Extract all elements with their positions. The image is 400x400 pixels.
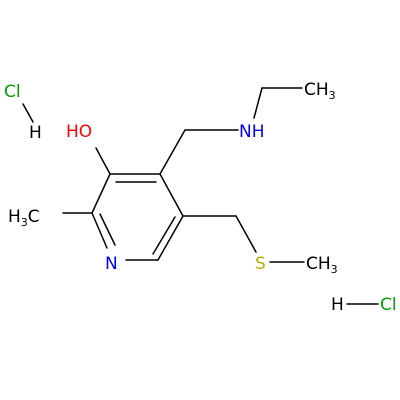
bond-nh-ch2 xyxy=(253,87,263,119)
thio-methyl-label: CH3 xyxy=(306,254,338,276)
thio-methyl-sub: 3 xyxy=(331,263,338,276)
bond-c3-oh xyxy=(95,147,111,175)
ring-methyl-label: H3C xyxy=(8,207,40,229)
hcl-top-h: H xyxy=(29,123,42,143)
bond-n1-c2-double xyxy=(99,213,116,246)
bond-c2-c3 xyxy=(91,173,111,214)
ring-methyl-h: H xyxy=(8,207,21,227)
bond-hcl-top xyxy=(22,103,34,123)
ethyl-methyl-sub: 3 xyxy=(329,89,336,102)
hcl-bottom-h: H xyxy=(331,295,344,315)
ring-nitrogen-label: N xyxy=(105,254,118,274)
hcl-bottom-cl: Cl xyxy=(380,295,397,315)
sulfur-label: S xyxy=(255,254,266,274)
hydroxyl-label: HO xyxy=(66,122,92,142)
bond-c5-c6-double xyxy=(152,216,176,255)
bond-c4-c5 xyxy=(159,173,184,217)
ring-methyl-sub: 3 xyxy=(21,216,28,229)
bond-c4-ch2 xyxy=(159,129,186,175)
hcl-top-cl: Cl xyxy=(4,82,21,102)
ethyl-methyl-label: CH3 xyxy=(304,80,336,102)
bond-n1-c2 xyxy=(91,212,108,249)
thio-methyl-main: CH xyxy=(306,254,331,274)
ethyl-methyl-main: CH xyxy=(304,80,329,100)
amine-label: NH xyxy=(239,122,265,142)
bond-c5-c6 xyxy=(157,215,184,261)
bonds xyxy=(22,87,379,305)
ring-methyl-c: C xyxy=(28,207,40,227)
bond-ch2-s xyxy=(235,215,257,253)
